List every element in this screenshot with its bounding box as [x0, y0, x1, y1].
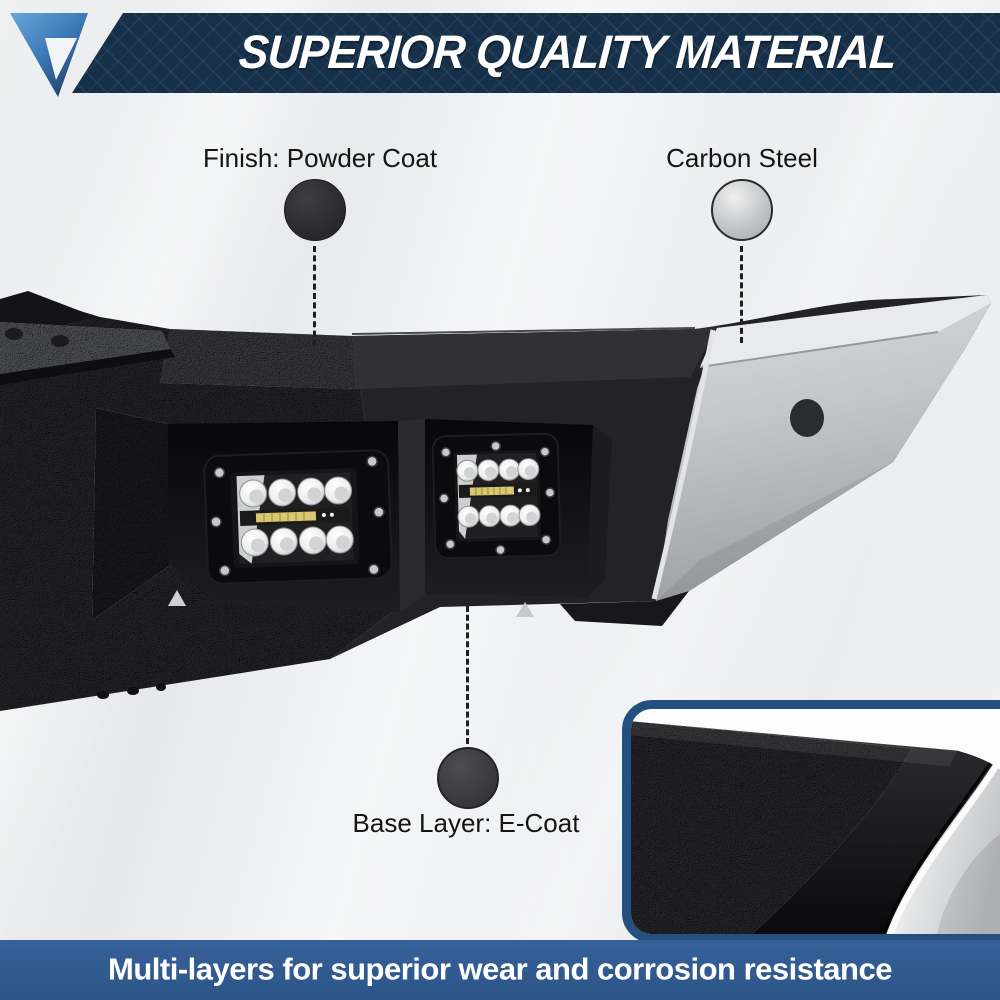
header-banner: SUPERIOR QUALITY MATERIAL [72, 13, 1000, 93]
carbon-steel-section [651, 295, 991, 601]
leader-line-ecoat [466, 606, 469, 744]
carbon-steel-swatch-icon [711, 179, 773, 241]
led-reflectors-top [239, 476, 353, 508]
led-pod-center [431, 432, 562, 560]
bezel-screws [438, 440, 556, 556]
brand-arrow-logo-icon [10, 13, 88, 97]
material-layers-inset [622, 700, 1000, 943]
mounting-bracket [0, 291, 175, 385]
footer-caption: Multi-layers for superior wear and corro… [108, 951, 892, 987]
e-coat-section [352, 327, 717, 389]
callout-label-ecoat: Base Layer: E-Coat [352, 808, 580, 838]
powder-coat-swatch-icon [284, 179, 346, 241]
led-reflectors-bottom [457, 504, 541, 528]
sensor-hole [790, 399, 824, 437]
inset-powder-layer [631, 721, 912, 934]
led-pod-left [203, 449, 393, 585]
leader-line-carbon [740, 246, 743, 343]
callout-label-carbon-steel: Carbon Steel [666, 143, 818, 173]
page-title: SUPERIOR QUALITY MATERIAL [237, 24, 898, 78]
bezel-screws [210, 455, 385, 577]
led-reflectors-bottom [240, 525, 354, 557]
callout-label-powder-coat: Finish: Powder Coat [202, 143, 438, 173]
e-coat-swatch-icon [437, 747, 499, 809]
led-reflectors-top [456, 458, 540, 482]
leader-line-powder [313, 246, 316, 346]
footer-banner: Multi-layers for superior wear and corro… [0, 940, 1000, 1000]
